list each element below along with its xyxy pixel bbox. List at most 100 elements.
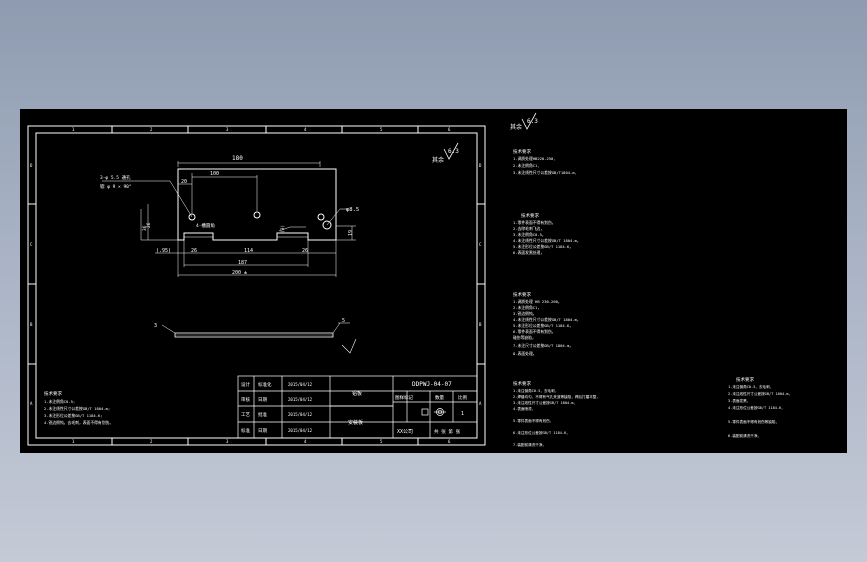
border-zone-labels: 1 2 3 4 5 6 1 2 3 4 5 6 D C B A D C B A <box>30 127 482 444</box>
right-notes-block-1: 技术要求 1.调质处理HB220-250, 2.未注倒角C1, 3.未注线性尺寸… <box>513 148 577 175</box>
note-line: 5.未注形位公差按GB/T 1184-K， <box>513 244 573 249</box>
dim-36: 36 <box>142 225 148 231</box>
dim-95: (.95) <box>156 248 171 254</box>
dim-20: 20 <box>181 179 187 185</box>
zone-number: 1 <box>72 439 75 444</box>
zone-number: 6 <box>448 439 451 444</box>
zone-letter: C <box>30 242 33 247</box>
tb-row-role: 标准化 <box>258 381 272 388</box>
hole-left <box>188 213 196 221</box>
note-line: 7.装配前清洗干净。 <box>513 442 546 447</box>
note-line: 1.未注倒角C0.5; <box>44 399 75 404</box>
zone-number: 5 <box>380 127 383 132</box>
note-line: 2.未注线性尺寸公差按GB/T 1804-m; <box>44 406 110 411</box>
zone-letter: B <box>30 322 33 327</box>
dim-26-left: 26 <box>191 248 197 254</box>
dim-5: 5 <box>342 318 345 324</box>
notes-title: 技术要求 <box>513 291 531 298</box>
note-line: 3.未注线性尺寸公差按GB/T 1804-m， <box>513 400 577 405</box>
zone-number: 3 <box>226 439 229 444</box>
hole-right <box>317 213 325 221</box>
chamfer-note: 锪 φ 9 × 90° <box>100 183 132 190</box>
slot-note: 4-槽圆角 <box>196 222 215 229</box>
cad-drawing-canvas[interactable]: 1 2 3 4 5 6 1 2 3 4 5 6 D C B A D C B A … <box>20 109 847 453</box>
right-roughness-value: 6.3 <box>527 118 538 125</box>
zone-letter: D <box>479 163 482 168</box>
hole-note: 3-φ 5.5 通孔 <box>100 174 131 181</box>
roughness-symbol: 其余 6.3 <box>432 142 459 164</box>
note-line: 碰伤等缺陷， <box>513 335 536 340</box>
note-line: 2.未注倒角C1， <box>513 305 541 310</box>
note-line: 6.零件表面不得有划伤， <box>513 329 556 334</box>
dim-3-side: 3 <box>154 323 157 329</box>
zone-letter: A <box>30 401 33 406</box>
tb-row-value: 2015/04/12 <box>288 397 313 402</box>
note-line: 4.未注线性尺寸公差按GB/T 1804-m， <box>513 317 581 322</box>
tb-row-role: 批准 <box>258 411 267 418</box>
note-line: 4.锐边倒钝，去毛刺，表面不得有划伤。 <box>44 420 113 425</box>
note-line: 3.锐边倒钝， <box>513 311 537 316</box>
tb-col: 数量 <box>435 394 444 401</box>
dim-26v: 26 <box>146 222 152 228</box>
note-line: 6.装配前清洗干净。 <box>728 433 761 438</box>
zone-number: 4 <box>304 439 307 444</box>
tb-row-value: 2015/04/12 <box>288 412 313 417</box>
right-notes-block-2: 技术要求 1.零件表面不得有划伤， 2.去除毛刺飞边， 3.未注倒角C0.5， … <box>513 212 581 255</box>
notes-title: 技术要求 <box>513 148 531 155</box>
note-line: 3.表面发黑， <box>728 398 750 403</box>
tb-row-label: 工艺 <box>241 412 250 418</box>
notes-title: 技术要求 <box>736 376 754 383</box>
drawing-sheet <box>27 125 486 446</box>
right-notes-block-3: 技术要求 1.调质处理 HB 230-260， 2.未注倒角C1， 3.锐边倒钝… <box>513 291 581 356</box>
tb-sheet: 共 张 第 张 <box>434 428 461 435</box>
zone-number: 2 <box>150 439 153 444</box>
dim-100: 100 <box>210 171 219 177</box>
note-line: 2.去除毛刺飞边， <box>513 226 544 231</box>
note-line: 7.未注尺寸公差按GB/T 1804-m， <box>513 343 573 348</box>
right-notes-block-4: 技术要求 1.未注倒角C0.5，去毛刺， 2.焊缝均匀，不得有气孔夹渣等缺陷，焊… <box>513 380 600 447</box>
cad-viewport[interactable]: 1 2 3 4 5 6 1 2 3 4 5 6 D C B A D C B A … <box>20 109 847 453</box>
title-block <box>237 375 478 439</box>
technical-notes-left: 技术要求 1.未注倒角C0.5; 2.未注线性尺寸公差按GB/T 1804-m;… <box>44 390 113 425</box>
note-line: 6.未注形位公差按GB/T 1184-K， <box>513 430 570 435</box>
tb-part-name: 安装板 <box>348 419 363 426</box>
note-line: 4.未注形位公差按GB/T 1184-K， <box>728 405 785 410</box>
tb-scale: 1 <box>461 411 464 417</box>
dim-200: 200 ± <box>232 270 247 276</box>
zone-number: 5 <box>380 439 383 444</box>
tb-row-role: 日期 <box>258 428 267 434</box>
note-line: 6.表面发黑处理， <box>513 250 544 255</box>
dim-phi85: φ8.5 <box>346 207 359 213</box>
zone-letter: B <box>479 322 482 327</box>
right-notes-block-5: 技术要求 1.未注倒角C0.5，去毛刺， 2.未注线性尺寸公差按GB/T 180… <box>728 376 792 438</box>
note-line: 3.未注线性尺寸公差按GB/T1804-m, <box>513 170 577 175</box>
zone-number: 6 <box>448 127 451 132</box>
dim-114: 114 <box>244 248 253 254</box>
note-line: 1.调质处理HB220-250, <box>513 156 556 161</box>
part-number: DDPWJ-04-07 <box>412 381 452 388</box>
note-line: 1.未注倒角C0.5，去毛刺， <box>513 388 558 393</box>
tb-material: 铝板 <box>352 390 362 397</box>
note-line: 2.焊缝均匀，不得有气孔夹渣等缺陷，焊后打磨平整， <box>513 394 600 399</box>
tb-col: 图样标记 <box>395 394 413 401</box>
note-line: 5.零件表面不得有划伤等缺陷， <box>728 419 779 424</box>
hole-large <box>322 220 332 230</box>
zone-number: 1 <box>72 127 75 132</box>
side-view <box>161 322 357 354</box>
side-view-text: 3 5 <box>154 318 345 329</box>
hole-middle <box>253 211 261 219</box>
note-line: 1.零件表面不得有划伤， <box>513 220 556 225</box>
note-line: 3.未注倒角C0.5， <box>513 232 546 237</box>
note-line: 4.表面喷漆， <box>513 406 535 411</box>
tb-row-label: 审核 <box>241 396 250 403</box>
dim-19: 19 <box>348 230 354 236</box>
tb-row-label: 设计 <box>241 381 250 388</box>
tb-row-label: 标准 <box>241 427 250 434</box>
dim-26-right: 26 <box>302 248 308 254</box>
note-line: 1.调质处理 HB 230-260， <box>513 299 562 304</box>
note-line: 8.表面处理。 <box>513 351 537 356</box>
notes-title: 技术要求 <box>521 212 539 219</box>
zone-number: 2 <box>150 127 153 132</box>
note-line: 5.未注形位公差按GB/T 1184-K， <box>513 323 573 328</box>
note-line: 1.未注倒角C0.5，去毛刺， <box>728 384 773 389</box>
